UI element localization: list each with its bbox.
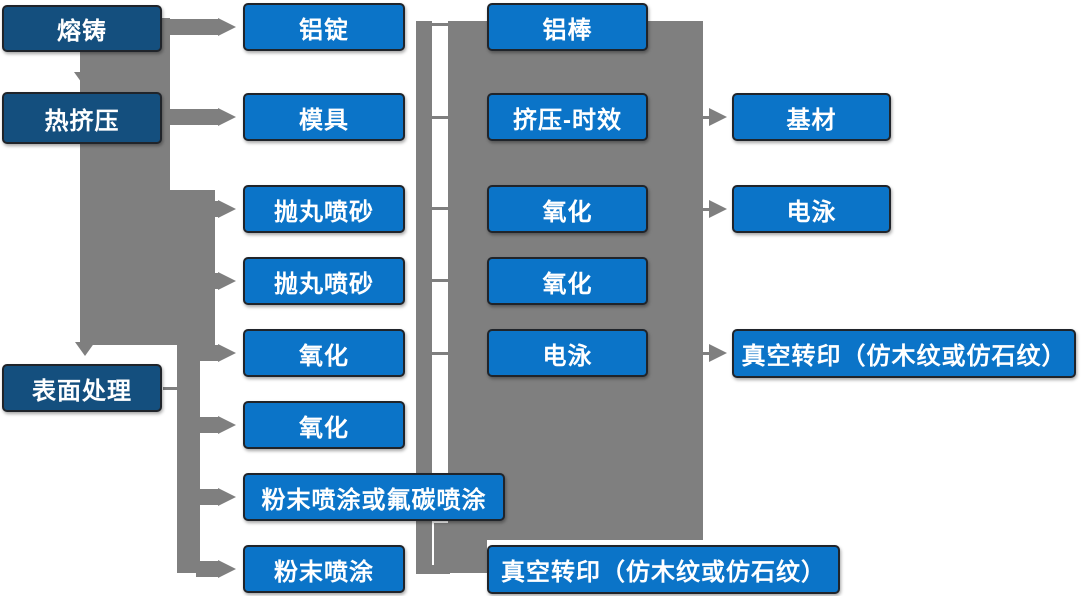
node-electrophoresis-out: 电泳 <box>732 185 891 233</box>
arrow-right-icon <box>218 560 236 578</box>
arrow-right-icon <box>218 344 236 362</box>
arrow-right-icon <box>709 108 727 126</box>
connector-arm-row8 <box>196 561 218 577</box>
arrow-right-icon <box>709 344 727 362</box>
arrow-right-icon <box>218 272 236 290</box>
connector-arm-row4 <box>200 273 218 289</box>
node-shot-blasting-1: 抛丸喷砂 <box>243 185 405 233</box>
node-oxidation-in-2: 氧化 <box>243 401 405 449</box>
node-melting-casting: 熔铸 <box>2 5 162 52</box>
node-aluminum-rod: 铝棒 <box>487 3 648 51</box>
node-powder-or-fluorocarbon-coating: 粉末喷涂或氟碳喷涂 <box>243 473 505 521</box>
node-powder-coating: 粉末喷涂 <box>243 545 405 593</box>
node-surface-treatment: 表面处理 <box>2 364 162 412</box>
node-oxidation-proc-1: 氧化 <box>487 185 648 233</box>
node-oxidation-proc-2: 氧化 <box>487 257 648 305</box>
connector-arm-row3 <box>200 201 218 217</box>
arrow-right-icon <box>218 488 236 506</box>
connector-left-band-lower <box>80 190 215 345</box>
connector-stub-surface-treatment <box>163 387 177 390</box>
arrow-right-icon <box>218 108 236 126</box>
arrow-down-icon <box>75 342 95 356</box>
connector-middle-bar <box>416 21 432 573</box>
connector-stub-row1 <box>430 23 450 26</box>
connector-arm-row2 <box>166 109 218 125</box>
connector-out-shaft-row3 <box>701 208 711 211</box>
connector-stub-row4 <box>430 279 450 282</box>
node-extrusion-aging: 挤压-时效 <box>487 93 648 141</box>
connector-stub-row2 <box>430 116 450 119</box>
node-base-material: 基材 <box>732 93 891 141</box>
connector-arm-row7 <box>196 489 218 505</box>
node-vacuum-transfer-out: 真空转印（仿木纹或仿石纹） <box>732 329 1076 378</box>
connector-panel-bottom-strip <box>434 523 448 573</box>
node-mold: 模具 <box>243 93 405 141</box>
connector-bottom-link <box>416 565 450 574</box>
node-vacuum-transfer-proc: 真空转印（仿木纹或仿石纹） <box>487 545 840 594</box>
node-aluminum-ingot: 铝锭 <box>243 3 405 51</box>
node-electrophoresis-proc: 电泳 <box>487 329 648 377</box>
connector-left-trunk <box>177 345 200 573</box>
arrow-down-icon <box>74 72 94 86</box>
connector-arm-row6 <box>196 417 218 433</box>
arrow-right-icon <box>218 18 236 36</box>
connector-stub-row3 <box>430 207 450 210</box>
arrow-right-icon <box>218 416 236 434</box>
connector-arm-row5 <box>196 345 218 361</box>
arrow-right-icon <box>709 200 727 218</box>
connector-out-shaft-row2 <box>701 116 711 119</box>
node-hot-extrusion: 热挤压 <box>2 92 162 144</box>
node-oxidation-in-1: 氧化 <box>243 329 405 377</box>
node-shot-blasting-2: 抛丸喷砂 <box>243 257 405 305</box>
connector-out-shaft-row5 <box>701 352 711 355</box>
connector-panel-bottom-ext <box>448 540 487 573</box>
arrow-right-icon <box>218 200 236 218</box>
connector-stub-row5 <box>430 352 450 355</box>
